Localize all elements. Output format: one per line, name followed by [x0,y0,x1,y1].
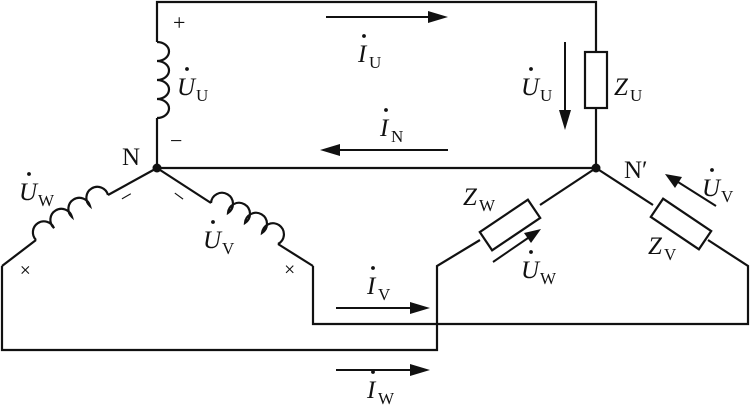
svg-text:Z: Z [614,74,629,101]
coil-u-minus-sign: − [170,128,182,153]
load-zu-box [583,50,609,110]
svg-text:U: U [203,227,223,254]
arrow-current-v [336,302,430,314]
svg-text:W: W [479,196,496,215]
coil-w-winding [31,185,110,241]
svg-text:U: U [369,53,381,72]
load-zu-label: Z U [614,74,642,105]
svg-text:W: W [38,191,55,210]
svg-text:U: U [19,179,39,206]
svg-text:N: N [391,127,403,146]
current-u-label: I U [357,34,381,72]
load-voltage-w-label: U W [521,250,557,288]
node-n-dot [152,163,162,173]
coil-v-minus-sign: − [167,182,192,210]
svg-text:I: I [366,273,377,300]
svg-text:U: U [521,74,541,101]
svg-text:I: I [366,377,377,404]
current-w-label: I W [366,370,395,408]
wire-coil-v-to-corner [277,243,314,267]
svg-text:W: W [540,269,557,288]
wire-coil-w-to-corner [1,239,37,267]
coil-w-minus-sign: − [115,182,138,210]
coil-v-winding [209,191,285,245]
arrow-current-w [336,364,430,376]
source-voltage-u-label: U U [177,67,208,105]
wire-v-line [311,239,750,326]
svg-text:U: U [630,86,642,105]
coil-w-plus-sign: + [12,257,38,283]
coil-u-plus-sign: + [173,10,185,35]
svg-text:I: I [379,115,390,142]
wire-u-line [155,0,598,52]
load-voltage-v-label: U V [702,168,734,206]
svg-text:Z: Z [648,233,663,260]
svg-text:Z: Z [463,184,478,211]
coil-u-winding [156,40,171,120]
node-n-prime-dot [591,163,601,173]
load-zv-label: Z V [648,233,677,264]
svg-text:U: U [702,175,722,202]
svg-text:V: V [222,239,235,258]
arrow-voltage-v [665,174,717,207]
load-zw-box [478,198,542,252]
wire-n-to-coil-w [107,167,158,196]
svg-text:U: U [177,74,197,101]
current-n-label: I N [379,108,403,146]
svg-text:U: U [521,257,541,284]
arrow-voltage-u [559,42,571,130]
svg-text:V: V [378,285,391,304]
svg-text:V: V [721,187,734,206]
wire-w-line [0,239,481,352]
node-n-label: N [122,144,140,171]
wire-load-neutral-to-zv [595,167,654,206]
node-n-prime-label: N′ [624,157,648,184]
source-voltage-v-label: U V [203,220,235,258]
current-v-label: I V [366,266,391,304]
svg-text:W: W [378,389,395,408]
svg-text:U: U [196,86,208,105]
arrow-current-n [320,144,448,156]
arrow-voltage-w [492,229,541,263]
wire-load-neutral-to-zw [539,167,597,206]
svg-text:V: V [664,245,677,264]
load-voltage-u-label: U U [521,67,552,105]
coil-v-plus-sign: + [277,256,303,282]
wire-n-to-coil-v [156,167,212,204]
svg-text:U: U [540,86,552,105]
load-zv-box [649,197,713,251]
wires [0,0,750,352]
load-zw-label: Z W [463,184,496,215]
source-voltage-w-label: U W [19,172,55,210]
arrow-current-u [326,11,448,23]
svg-text:I: I [357,41,368,68]
